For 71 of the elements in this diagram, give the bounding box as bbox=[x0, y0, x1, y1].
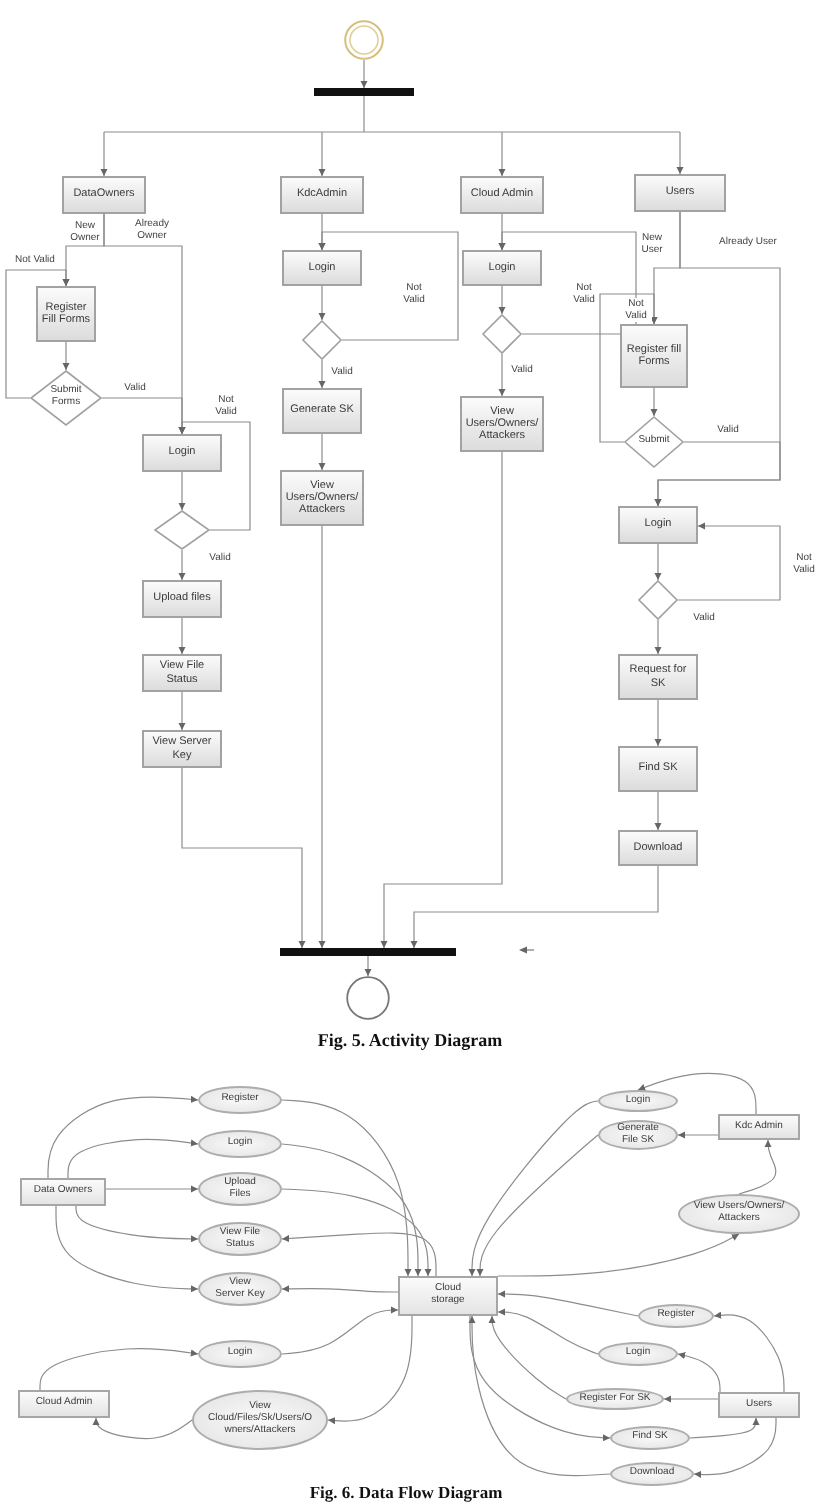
arrow bbox=[318, 231, 459, 341]
arrow bbox=[713, 1311, 785, 1393]
arrow bbox=[364, 954, 372, 977]
arrow bbox=[318, 285, 326, 321]
figure-caption: Fig. 6. Data Flow Diagram bbox=[309, 1482, 503, 1502]
arrow bbox=[663, 1395, 719, 1403]
arrow bbox=[677, 1352, 721, 1393]
arrow bbox=[105, 1185, 199, 1193]
arrow bbox=[47, 1095, 199, 1179]
arrow bbox=[650, 387, 658, 417]
arrow bbox=[178, 421, 251, 531]
arrow bbox=[39, 1347, 199, 1391]
fork-bar bbox=[314, 88, 414, 95]
arrow bbox=[676, 131, 684, 175]
arrow bbox=[677, 522, 781, 601]
arrow bbox=[410, 865, 659, 949]
arrow bbox=[498, 231, 637, 335]
arrow bbox=[281, 1188, 432, 1277]
arrow bbox=[498, 353, 506, 397]
arrow bbox=[497, 1233, 740, 1277]
arrow bbox=[318, 525, 326, 949]
figure-caption: Fig. 5. Activity Diagram bbox=[317, 1030, 503, 1050]
decision-diamond bbox=[302, 320, 342, 360]
arrow bbox=[178, 549, 186, 581]
arrow bbox=[75, 1205, 199, 1243]
arrow bbox=[281, 1306, 399, 1355]
arrow bbox=[488, 1315, 567, 1400]
arrow bbox=[654, 543, 662, 581]
arrow bbox=[380, 451, 503, 949]
arrow bbox=[497, 1290, 639, 1317]
decision-diamond bbox=[154, 510, 210, 550]
arrow bbox=[62, 341, 70, 371]
start-node bbox=[344, 20, 384, 60]
decision-diamond bbox=[482, 314, 522, 354]
arrow bbox=[654, 791, 662, 831]
arrow bbox=[92, 1417, 193, 1440]
arrow bbox=[178, 617, 186, 655]
arrow bbox=[281, 1285, 399, 1293]
arrow bbox=[178, 471, 186, 511]
arrow bbox=[689, 1417, 760, 1439]
arrow bbox=[100, 131, 108, 177]
arrow bbox=[360, 59, 368, 89]
join-bar bbox=[280, 948, 456, 955]
arrow bbox=[178, 691, 186, 731]
arrow bbox=[67, 1138, 199, 1179]
arrow bbox=[599, 293, 658, 443]
arrow bbox=[693, 1417, 777, 1478]
end-node bbox=[346, 976, 390, 1020]
arrow bbox=[654, 619, 662, 655]
arrow bbox=[497, 1308, 599, 1355]
arrow bbox=[281, 1143, 422, 1277]
arrow bbox=[738, 1139, 777, 1195]
arrow bbox=[327, 1315, 413, 1425]
arrow bbox=[476, 1134, 599, 1277]
arrow bbox=[181, 767, 306, 949]
arrow bbox=[498, 285, 506, 315]
arrow bbox=[55, 1205, 199, 1293]
arrow bbox=[654, 441, 781, 507]
arrow bbox=[468, 1315, 611, 1477]
arrow bbox=[469, 1315, 611, 1442]
arrow bbox=[498, 131, 506, 177]
arrow bbox=[5, 269, 70, 399]
arrow bbox=[281, 1099, 412, 1277]
arrow bbox=[318, 433, 326, 471]
arrow bbox=[468, 1100, 599, 1277]
arrow bbox=[281, 1232, 437, 1277]
arrow bbox=[318, 359, 326, 389]
arrow bbox=[654, 699, 662, 747]
arrow bbox=[677, 1131, 719, 1139]
arrow bbox=[637, 1072, 757, 1115]
decision-diamond bbox=[638, 580, 678, 620]
